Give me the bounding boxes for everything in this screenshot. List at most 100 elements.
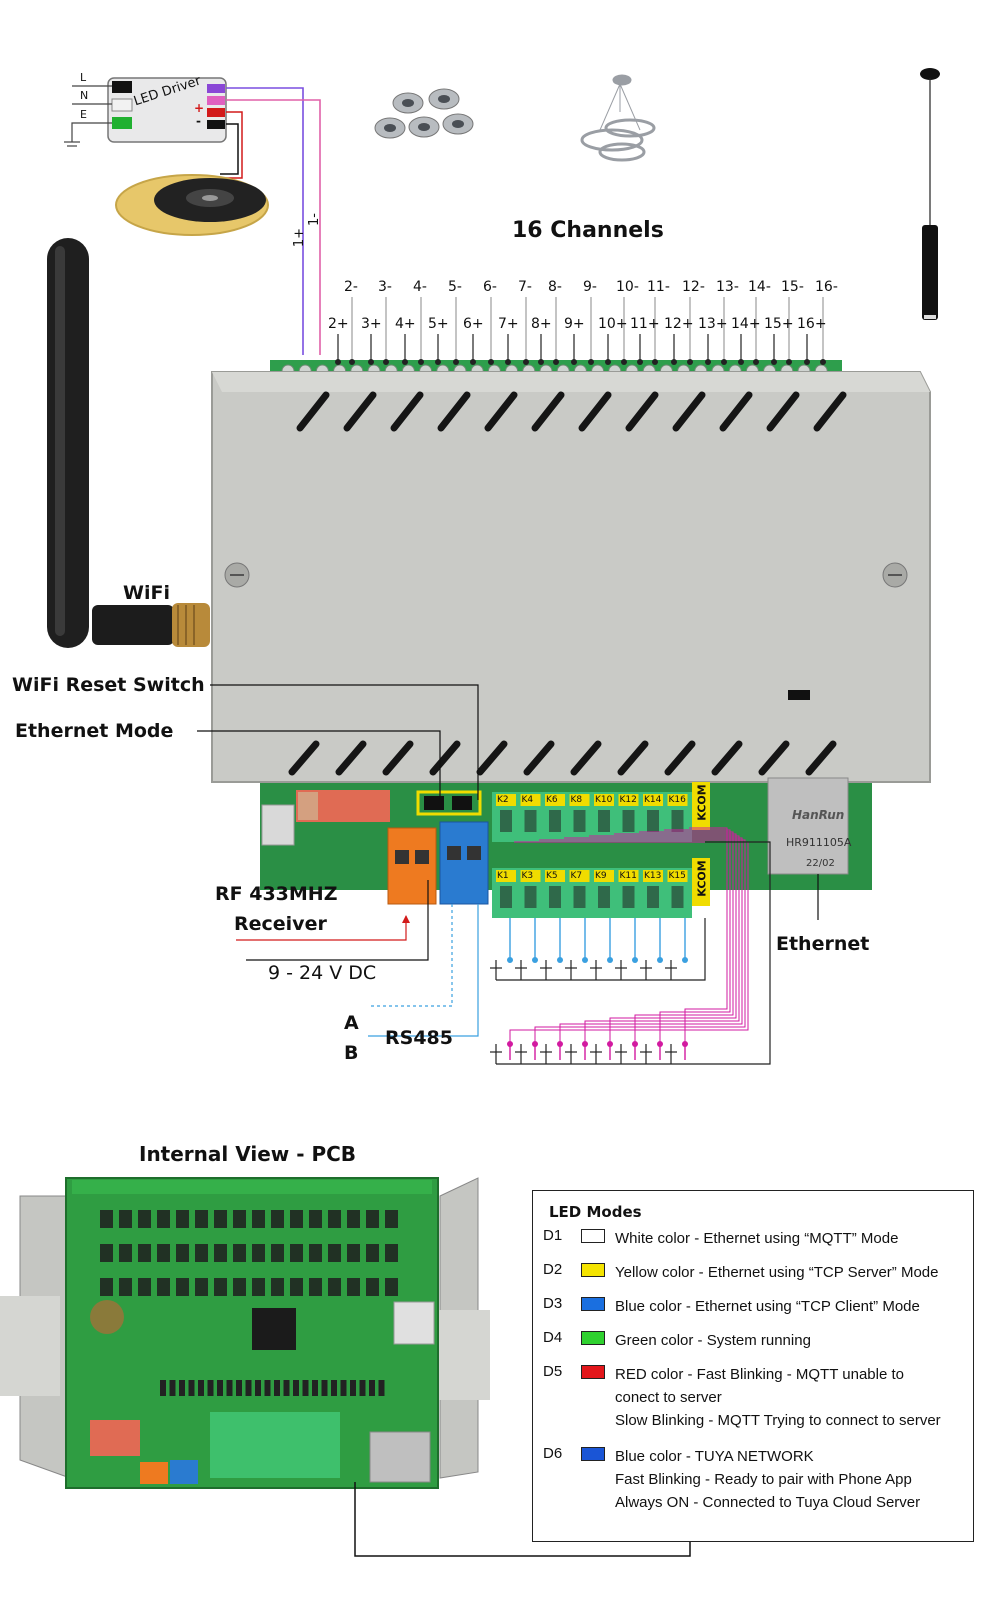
terminal-minus-3: 3- <box>378 279 392 295</box>
k-label-k14: K14 <box>644 795 662 805</box>
driver-minus-label: - <box>196 114 201 128</box>
terminal-plus-6: 6+ <box>463 316 484 332</box>
terminal-plus-7: 7+ <box>498 316 519 332</box>
terminal-plus-2: 2+ <box>328 316 349 332</box>
legend-line: Yellow color - Ethernet using “TCP Serve… <box>615 1264 939 1281</box>
terminal-minus-15: 15- <box>781 279 804 295</box>
driver-l-label: L <box>80 71 87 84</box>
terminal-minus-14: 14- <box>748 279 771 295</box>
ch1-minus-wire <box>226 99 321 355</box>
rf-receiver-module <box>296 790 390 822</box>
legend-line: Always ON - Connected to Tuya Cloud Serv… <box>615 1494 921 1511</box>
legend-code: D2 <box>543 1261 563 1278</box>
legend-description: Green color - System running <box>615 1329 975 1352</box>
rj45-date: 22/02 <box>806 858 835 869</box>
rj45-brand: HanRun <box>792 808 845 822</box>
terminal-minus-6: 6- <box>483 279 497 295</box>
terminal-plus-9: 9+ <box>564 316 585 332</box>
legend-line: White color - Ethernet using “MQTT” Mode <box>615 1230 899 1247</box>
rs485-label: RS485 <box>385 1027 453 1049</box>
terminal-minus-2: 2- <box>344 279 358 295</box>
k-label-k4: K4 <box>521 795 534 805</box>
downlights <box>374 88 474 139</box>
driver-e-label: E <box>80 108 87 121</box>
k-label-k6: K6 <box>546 795 558 805</box>
internal-view-title: Internal View - PCB <box>139 1142 357 1166</box>
k-top-labels <box>496 794 688 832</box>
k-bottom-labels <box>496 870 688 908</box>
k-label-k2: K2 <box>497 795 509 805</box>
terminal-plus-14: 14+ <box>731 316 761 332</box>
legend-code: D6 <box>543 1445 563 1462</box>
strip-wires <box>220 111 243 179</box>
ch1-plus-label: 1+ <box>292 227 308 248</box>
terminal-plus-15: 15+ <box>764 316 794 332</box>
wifi-reset-label: WiFi Reset Switch <box>12 674 205 696</box>
legend-color-swatch <box>581 1229 605 1243</box>
terminal-plus-3: 3+ <box>361 316 382 332</box>
terminal-minus-9: 9- <box>583 279 597 295</box>
terminal-minus-7: 7- <box>518 279 532 295</box>
ch1-plus-wire <box>226 87 304 355</box>
status-led-window <box>788 690 810 700</box>
rs485-b-label: B <box>344 1042 359 1064</box>
kcom-bottom-label: KCOM <box>695 860 709 897</box>
k-label-k7: K7 <box>570 871 583 881</box>
terminal-minus-16: 16- <box>815 279 838 295</box>
legend-line: Green color - System running <box>615 1332 811 1349</box>
terminal-plus-10: 10+ <box>598 316 628 332</box>
power-label: 9 - 24 V DC <box>268 962 377 984</box>
legend-color-swatch <box>581 1263 605 1277</box>
ch1-minus-label: 1- <box>306 213 322 226</box>
legend-description: RED color - Fast Blinking - MQTT unable … <box>615 1363 975 1432</box>
k-label-k1: K1 <box>497 871 509 881</box>
legend-code: D4 <box>543 1329 563 1346</box>
led-driver <box>107 77 227 143</box>
terminal-minus-10: 10- <box>616 279 639 295</box>
legend-description: Blue color - Ethernet using “TCP Client”… <box>615 1295 975 1318</box>
pendant-light <box>920 68 940 320</box>
jumper-highlight <box>416 790 482 816</box>
switch-wiring <box>335 297 826 1065</box>
controller-case <box>211 371 931 783</box>
power-connector <box>387 827 437 905</box>
k-label-k8: K8 <box>570 795 583 805</box>
led-strip-reel <box>115 174 269 236</box>
legend-code: D3 <box>543 1295 563 1312</box>
terminal-minus-5: 5- <box>448 279 462 295</box>
terminal-minus-12: 12- <box>682 279 705 295</box>
ethernet-mode-label: Ethernet Mode <box>15 720 174 742</box>
terminal-plus-13: 13+ <box>698 316 728 332</box>
wifi-antenna <box>47 238 210 648</box>
k-label-k15: K15 <box>668 871 686 881</box>
legend-line: conect to server <box>615 1389 722 1406</box>
kcom-top-label: KCOM <box>695 784 709 821</box>
legend-line: Blue color - Ethernet using “TCP Client”… <box>615 1298 920 1315</box>
k-label-k3: K3 <box>521 871 534 881</box>
terminal-plus-16: 16+ <box>797 316 827 332</box>
legend-line: RED color - Fast Blinking - MQTT unable … <box>615 1366 904 1383</box>
rj45-port <box>767 777 849 875</box>
terminal-minus-13: 13- <box>716 279 739 295</box>
k-label-k13: K13 <box>644 871 662 881</box>
driver-n-label: N <box>80 89 89 102</box>
terminal-minus-11: 11- <box>647 279 670 295</box>
legend-code: D5 <box>543 1363 563 1380</box>
legend-color-swatch <box>581 1331 605 1345</box>
wifi-label: WiFi <box>123 582 170 604</box>
terminal-plus-5: 5+ <box>428 316 449 332</box>
vent-slots-top <box>296 391 847 432</box>
rf-label: RF 433MHZ <box>215 883 338 905</box>
mains-wires <box>64 85 112 147</box>
terminal-plus-12: 12+ <box>664 316 694 332</box>
pcb-legend-line <box>354 1482 691 1557</box>
k-label-k16: K16 <box>668 795 686 805</box>
driver-plus-label: + <box>194 101 205 115</box>
vent-slots-bottom <box>288 740 837 776</box>
terminal-minus-8: 8- <box>548 279 562 295</box>
legend-line: Blue color - TUYA NETWORK <box>615 1448 814 1465</box>
rs485-a-label: A <box>344 1012 359 1034</box>
legend-code: D1 <box>543 1227 563 1244</box>
